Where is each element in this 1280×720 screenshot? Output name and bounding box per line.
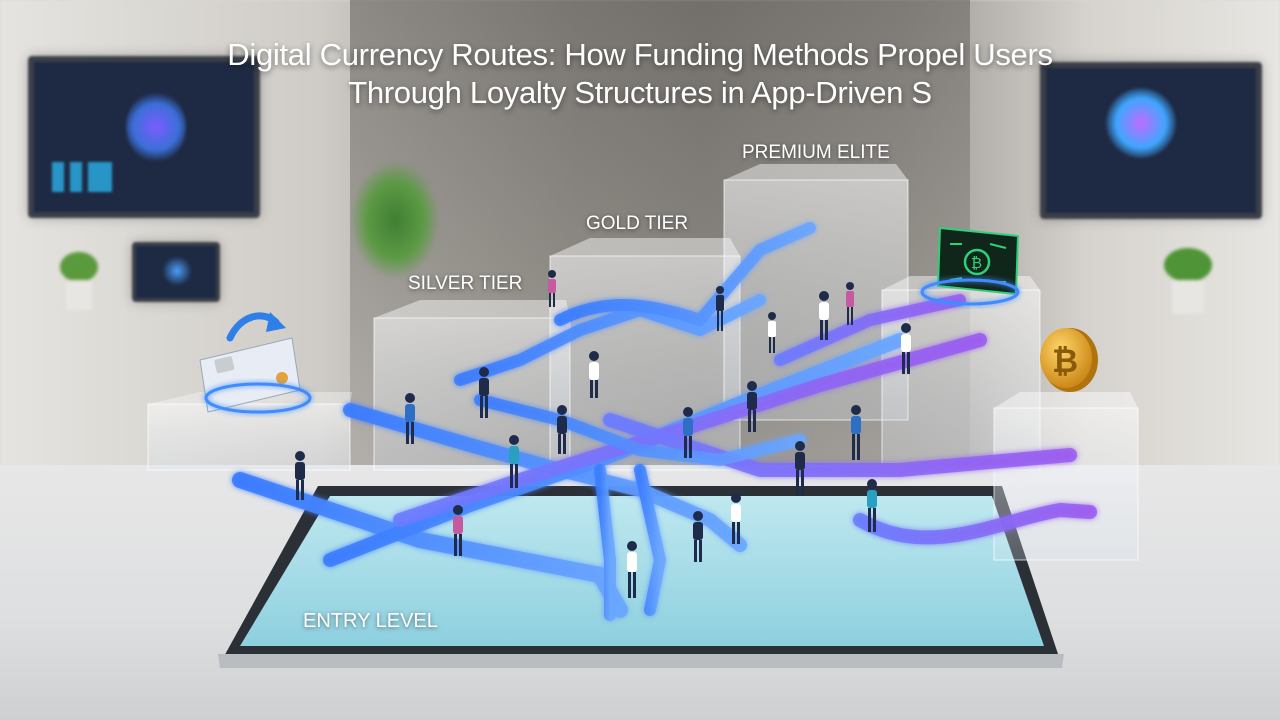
people xyxy=(295,270,911,598)
person xyxy=(548,270,556,307)
person xyxy=(453,505,463,556)
person xyxy=(795,441,805,496)
path-vertical-2 xyxy=(634,464,666,616)
tier-label-premium: PREMIUM ELITE xyxy=(742,142,890,163)
tier-label-silver: SILVER TIER xyxy=(408,273,523,294)
route-paths xyxy=(232,222,1097,621)
plant-left xyxy=(56,252,102,312)
person xyxy=(819,291,829,340)
bitcoin-box xyxy=(993,392,1139,561)
svg-text:₿: ₿ xyxy=(971,254,982,272)
tier-label-gold: GOLD TIER xyxy=(586,213,689,234)
tier-label-entry: ENTRY LEVEL xyxy=(303,610,438,632)
page-title: Digital Currency Routes: How Funding Met… xyxy=(0,36,1280,112)
bitcoin-coin-icon: ₿ xyxy=(1040,328,1098,392)
curved-arrow-icon xyxy=(226,312,286,342)
path-silver-to-gold xyxy=(454,294,766,386)
person xyxy=(747,381,757,432)
credit-card-icon xyxy=(199,337,312,414)
title-line-1: Digital Currency Routes: How Funding Met… xyxy=(227,37,1053,72)
person xyxy=(851,405,861,460)
person xyxy=(683,407,693,458)
path-gold-to-premium xyxy=(554,222,816,326)
person xyxy=(509,435,519,488)
person xyxy=(731,493,741,544)
left-wall-monitor xyxy=(28,56,260,218)
path-purple-wave xyxy=(853,503,1097,545)
person xyxy=(846,282,854,325)
crypto-card-icon: ₿ xyxy=(920,226,1020,306)
plant-center xyxy=(340,150,450,290)
entry-level-box xyxy=(147,392,352,471)
person xyxy=(716,286,724,331)
person xyxy=(867,479,877,532)
person xyxy=(901,323,911,374)
tablet xyxy=(218,486,1064,668)
person xyxy=(627,541,637,598)
path-to-crypto xyxy=(774,294,966,366)
person xyxy=(693,511,703,562)
plant-right xyxy=(1160,248,1216,316)
person xyxy=(589,351,599,398)
path-vertical-1 xyxy=(594,464,616,621)
person xyxy=(405,393,415,444)
title-line-2: Through Loyalty Structures in App-Driven… xyxy=(348,75,932,110)
desk-monitor xyxy=(132,242,220,302)
person xyxy=(479,367,489,418)
person xyxy=(295,451,305,500)
path-diagonal xyxy=(474,394,806,466)
right-wall-monitor xyxy=(1040,62,1262,219)
person xyxy=(557,405,567,454)
path-cross-2 xyxy=(393,333,987,527)
svg-text:₿: ₿ xyxy=(1052,342,1078,380)
person xyxy=(768,312,776,353)
